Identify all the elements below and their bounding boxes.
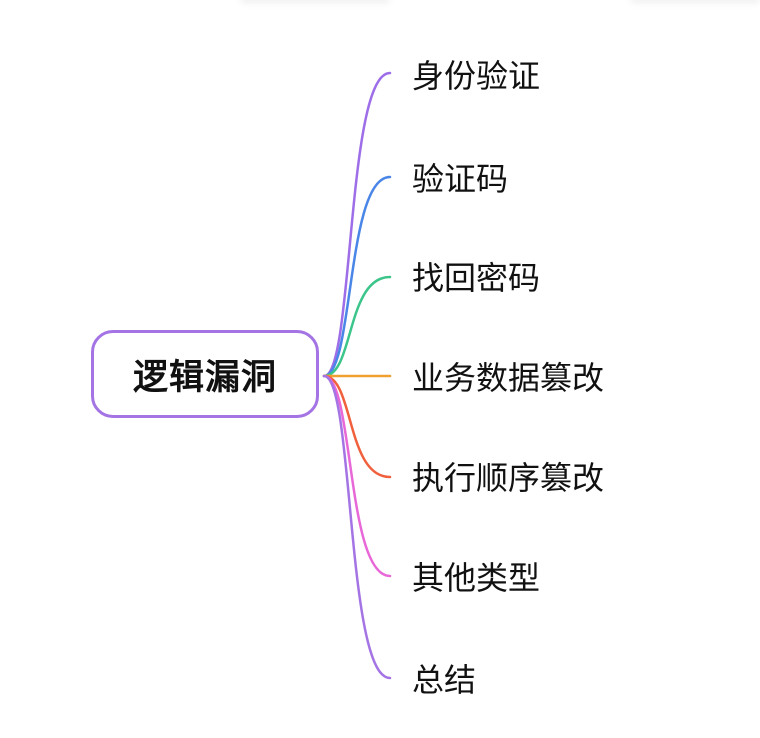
branch-line-1 (322, 71, 392, 378)
branch-node-summary[interactable]: 总结 (412, 661, 477, 699)
top-shadow-left (240, 0, 390, 4)
root-node-label: 逻辑漏洞 (132, 357, 277, 398)
branch-node-execution-order-tampering[interactable]: 执行顺序篡改 (412, 459, 605, 497)
branch-node-business-data-tampering[interactable]: 业务数据篡改 (412, 359, 605, 397)
branch-node-password-recovery[interactable]: 找回密码 (412, 259, 541, 297)
branch-line-7 (322, 374, 392, 680)
branch-node-captcha[interactable]: 验证码 (412, 160, 509, 198)
branch-line-6 (322, 374, 392, 578)
branch-line-5 (322, 374, 392, 479)
branch-node-identity-auth[interactable]: 身份验证 (412, 57, 541, 95)
branch-node-other-types[interactable]: 其他类型 (412, 559, 541, 597)
branch-line-2 (322, 175, 392, 378)
root-node[interactable]: 逻辑漏洞 (91, 330, 319, 418)
branch-line-3 (322, 275, 392, 378)
top-shadow-right (630, 0, 760, 4)
